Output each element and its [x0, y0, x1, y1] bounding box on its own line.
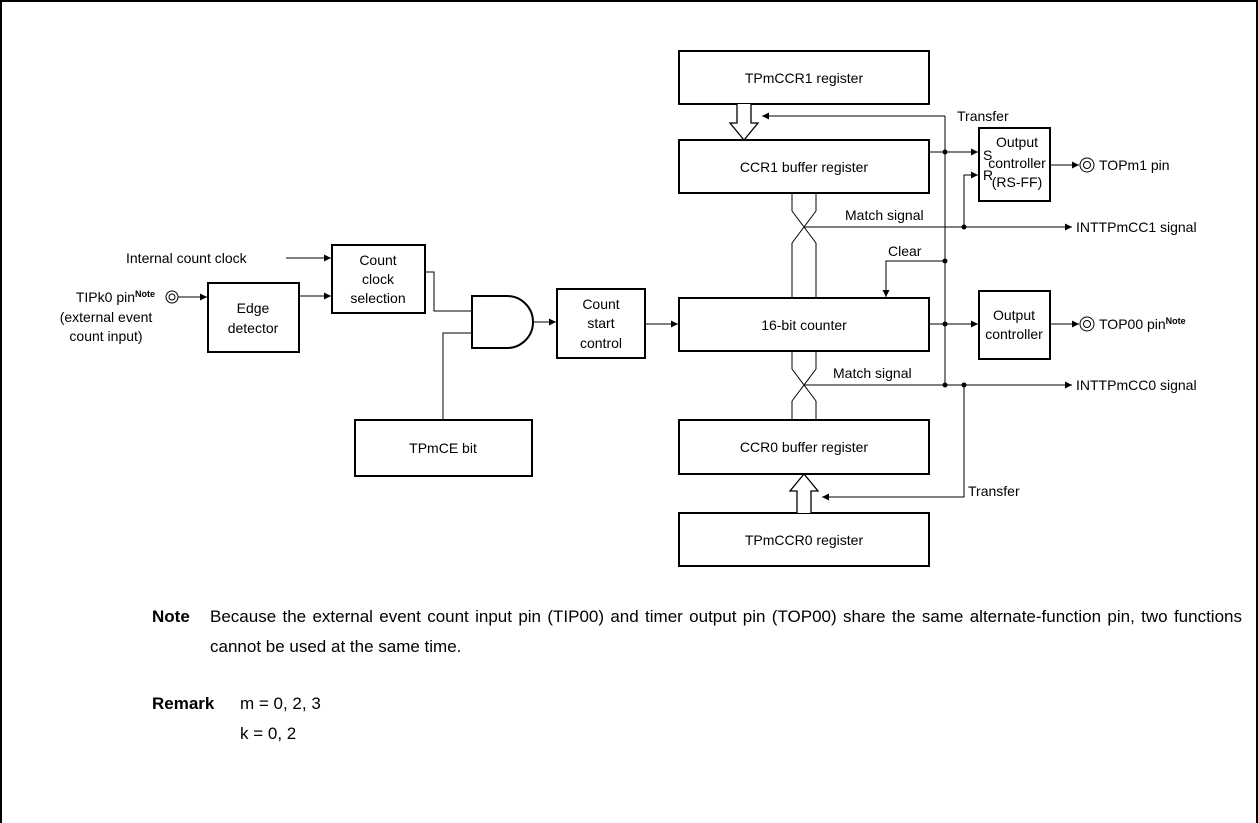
compare-bus-ccr1	[791, 193, 817, 298]
svg-text:TPmCCR1 register: TPmCCR1 register	[745, 70, 864, 86]
svg-text:Output: Output	[996, 134, 1038, 150]
top00-pin-label: TOP00 pinNote	[1099, 316, 1186, 332]
inttpmcc0-signal-label: INTTPmCC0 signal	[1076, 377, 1197, 393]
svg-text:TPmCE bit: TPmCE bit	[409, 440, 477, 456]
tipk0-desc-line2: count input)	[69, 328, 142, 344]
remark-line-2: k = 0, 2	[240, 724, 297, 743]
notes-section: Note Because the external event count in…	[152, 602, 1242, 749]
svg-text:control: control	[580, 335, 622, 351]
remark: Remark m = 0, 2, 3 k = 0, 2	[152, 689, 1242, 749]
note-label: Note	[152, 607, 190, 626]
ccr0-buffer-register-box: CCR0 buffer register	[678, 419, 930, 475]
svg-text:selection: selection	[350, 290, 405, 306]
note: Note Because the external event count in…	[152, 602, 1242, 662]
inttpmcc1-signal-label: INTTPmCC1 signal	[1076, 219, 1197, 235]
svg-text:detector: detector	[228, 320, 279, 336]
tipk0-desc-line1: (external event	[60, 309, 153, 325]
reset-input-label: R	[983, 167, 993, 183]
clear-label: Clear	[888, 243, 922, 259]
svg-text:CCR1 buffer register: CCR1 buffer register	[740, 159, 868, 175]
match-signal-label-0: Match signal	[833, 365, 912, 381]
tipk0-pin-label: TIPk0 pinNote	[76, 289, 155, 305]
svg-text:CCR0 buffer register: CCR0 buffer register	[740, 439, 868, 455]
svg-text:Output: Output	[993, 307, 1035, 323]
svg-text:(RS-FF): (RS-FF)	[992, 174, 1043, 190]
svg-text:TPmCCR0 register: TPmCCR0 register	[745, 532, 864, 548]
transfer-label-top: Transfer	[957, 108, 1009, 124]
output-controller-rsff-box: Output controller (RS-FF) S R	[978, 127, 1051, 202]
svg-text:Count: Count	[582, 296, 619, 312]
junction-dots	[942, 149, 967, 388]
svg-text:start: start	[587, 315, 614, 331]
remark-line-1: m = 0, 2, 3	[240, 694, 321, 713]
svg-text:Count: Count	[359, 252, 396, 268]
set-input-label: S	[983, 147, 992, 163]
match-signal-label-1: Match signal	[845, 207, 924, 223]
bus-arrow-ccr0	[788, 472, 820, 513]
svg-text:controller: controller	[988, 155, 1046, 171]
svg-text:clock: clock	[362, 271, 395, 287]
topm1-pin-label: TOPm1 pin	[1099, 157, 1170, 173]
output-controller-box: Output controller	[978, 290, 1051, 360]
pin-symbol-top00	[1079, 316, 1095, 332]
transfer-label-bottom: Transfer	[968, 483, 1020, 499]
pin-symbol-tipk0	[165, 290, 179, 304]
svg-text:controller: controller	[985, 326, 1043, 342]
svg-text:16-bit counter: 16-bit counter	[761, 317, 847, 333]
block-diagram: TPmCCR1 register CCR1 buffer register Ou…	[60, 50, 1197, 567]
compare-bus-ccr0	[791, 351, 817, 420]
pin-symbol-topm1	[1079, 157, 1095, 173]
and-gate	[471, 295, 534, 349]
tpmce-bit-box: TPmCE bit	[354, 419, 533, 477]
count-start-control-box: Count start control	[556, 288, 646, 359]
signal-wires	[178, 112, 1079, 501]
internal-count-clock-label: Internal count clock	[126, 250, 248, 266]
ccr1-buffer-register-box: CCR1 buffer register	[678, 139, 930, 194]
svg-text:Edge: Edge	[237, 300, 270, 316]
tpmccr1-register-box: TPmCCR1 register	[678, 50, 930, 105]
tpmccr0-register-box: TPmCCR0 register	[678, 512, 930, 567]
16-bit-counter-box: 16-bit counter	[678, 297, 930, 352]
bus-arrow-ccr1	[728, 104, 760, 142]
note-text: Because the external event count input p…	[210, 607, 1242, 656]
edge-detector-box: Edge detector	[207, 282, 300, 353]
count-clock-selection-box: Count clock selection	[331, 244, 426, 314]
remark-label: Remark	[152, 694, 215, 713]
